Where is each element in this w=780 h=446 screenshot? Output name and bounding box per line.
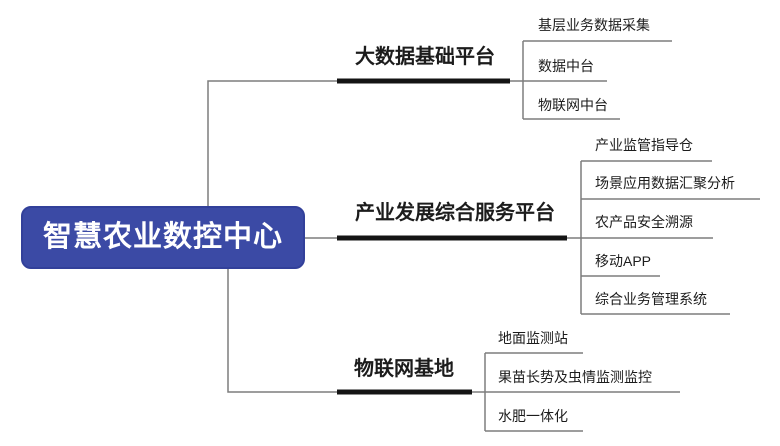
child-node-grassroots-data-collection[interactable]: 基层业务数据采集 <box>538 17 650 33</box>
branch-node-big-data-platform[interactable]: 大数据基础平台 <box>355 46 495 68</box>
child-node-industry-supervision-hub[interactable]: 产业监管指导仓 <box>595 137 693 153</box>
root-node-label: 智慧农业数控中心 <box>42 221 283 253</box>
branch-node-industry-service-platform[interactable]: 产业发展综合服务平台 <box>355 202 555 224</box>
child-node-mobile-app[interactable]: 移动APP <box>595 253 652 269</box>
root-node[interactable]: 智慧农业数控中心 <box>21 206 305 269</box>
child-node-scenario-data-analysis[interactable]: 场景应用数据汇聚分析 <box>595 175 735 191</box>
child-node-data-middle-platform[interactable]: 数据中台 <box>538 58 594 74</box>
branch1-connector-line <box>207 80 337 206</box>
branch3-connector-line <box>227 269 337 393</box>
child-node-business-management-system[interactable]: 综合业务管理系统 <box>595 291 707 307</box>
child-node-water-fertilizer-integration[interactable]: 水肥一体化 <box>498 408 568 424</box>
child-node-seedling-pest-monitoring[interactable]: 果苗长势及虫情监测监控 <box>498 369 652 385</box>
child-node-iot-middle-platform[interactable]: 物联网中台 <box>538 97 608 113</box>
branch-node-iot-base[interactable]: 物联网基地 <box>354 358 454 380</box>
child-node-ground-monitoring-station[interactable]: 地面监测站 <box>498 330 568 346</box>
child-node-agri-product-traceability[interactable]: 农产品安全溯源 <box>595 214 693 230</box>
